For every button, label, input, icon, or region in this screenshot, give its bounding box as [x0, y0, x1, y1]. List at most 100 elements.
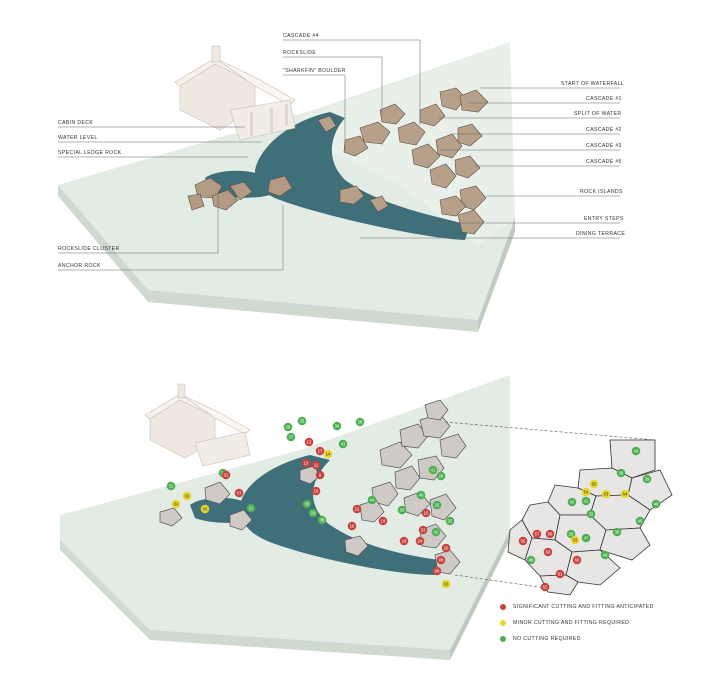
status-marker-dot	[436, 555, 446, 565]
status-marker-dot	[570, 535, 580, 545]
callout-dashed-lines	[444, 421, 656, 591]
status-marker-62: 62	[540, 582, 550, 592]
status-marker-33: 33	[397, 505, 407, 515]
status-marker-41: 41	[581, 496, 591, 506]
top-model-markers: 2835343627121713144311930310204050701211…	[166, 416, 455, 589]
status-marker-35: 35	[297, 416, 307, 426]
label-cascade-3: CASCADE #3	[586, 143, 622, 149]
status-marker-18: 18	[399, 536, 409, 546]
bottom-base-side	[450, 530, 510, 660]
status-marker-39: 39	[302, 499, 312, 509]
status-marker-dot	[518, 536, 528, 546]
top-cabin	[174, 45, 296, 141]
status-marker-dot	[399, 536, 409, 546]
status-marker-dot	[543, 547, 553, 557]
status-marker-9: 9	[315, 470, 325, 480]
legend-text-significant: SIGNIFICANT CUTTING AND FITTING ANTICIPA…	[513, 604, 654, 610]
status-marker-dot	[234, 488, 244, 498]
status-marker-dot	[347, 521, 357, 531]
status-marker-dot	[586, 509, 596, 519]
status-marker-dot	[301, 458, 311, 468]
status-marker-11: 11	[311, 460, 321, 470]
status-marker-dot	[182, 491, 192, 501]
status-marker-41: 41	[428, 465, 438, 475]
status-marker-number: 44	[370, 498, 375, 503]
status-marker-42: 42	[567, 497, 577, 507]
status-marker-29: 29	[308, 508, 318, 518]
legend-dot-minor	[500, 620, 506, 626]
status-marker-61: 61	[555, 569, 565, 579]
status-marker-number: 60	[575, 558, 580, 563]
status-marker-49: 49	[651, 499, 661, 509]
status-marker-30: 30	[612, 527, 622, 537]
legend-significant: SIGNIFICANT CUTTING AND FITTING ANTICIPA…	[500, 602, 654, 612]
status-marker-number: 10	[314, 489, 319, 494]
top-cascade-rocks	[317, 87, 489, 235]
status-marker-23: 23	[418, 525, 428, 535]
status-marker-40: 40	[416, 490, 426, 500]
status-marker-number: 12	[307, 440, 312, 445]
status-marker-number: 31	[169, 484, 174, 489]
status-marker-number: 23	[421, 528, 426, 533]
status-marker-number: 04	[174, 502, 179, 507]
status-marker-dot	[283, 422, 293, 432]
status-marker-dot	[589, 479, 599, 489]
label-cascade-1: CASCADE #1	[586, 96, 622, 102]
status-marker-number: 16	[350, 524, 355, 529]
status-marker-dot	[581, 487, 591, 497]
status-marker-number: 32	[448, 519, 453, 524]
status-marker-45: 45	[635, 516, 645, 526]
label-rockslide: ROCKSLIDE	[283, 50, 317, 56]
status-marker-dot	[311, 460, 321, 470]
legend-dot-significant	[500, 604, 506, 610]
status-marker-dot	[532, 529, 542, 539]
status-marker-47: 47	[581, 533, 591, 543]
status-marker-dot	[308, 508, 318, 518]
status-marker-number: 35	[589, 512, 594, 517]
legend-minor: MINOR CUTTING AND FITTING REQUIRED	[500, 618, 629, 628]
status-marker-number: 43	[634, 449, 639, 454]
status-marker-number: 35	[300, 419, 305, 424]
status-marker-54: 54	[581, 487, 591, 497]
status-marker-number: 40	[419, 493, 424, 498]
status-marker-number: 57	[535, 532, 540, 537]
status-marker-dot	[635, 516, 645, 526]
bottom-base-front	[60, 540, 450, 660]
status-marker-dot	[567, 497, 577, 507]
status-marker-dot	[332, 421, 342, 431]
status-marker-dot	[545, 529, 555, 539]
status-marker-number: 30	[615, 530, 620, 535]
status-marker-number: 63	[604, 492, 609, 497]
bottom-cabin	[144, 383, 251, 467]
status-marker-04: 04	[171, 499, 181, 509]
status-marker-dot	[246, 503, 256, 513]
status-marker-number: 24	[418, 539, 423, 544]
status-marker-number: 43	[341, 442, 346, 447]
status-marker-number: 22	[355, 507, 360, 512]
status-marker-number: 56	[521, 539, 526, 544]
label-cabin-deck: CABIN DECK	[58, 120, 94, 126]
status-marker-number: 61	[558, 572, 563, 577]
status-marker-dot	[418, 525, 428, 535]
status-marker-55: 55	[589, 479, 599, 489]
status-marker-dot	[441, 543, 451, 553]
status-marker-dot	[572, 555, 582, 565]
status-marker-dot	[421, 508, 431, 518]
status-marker-60: 60	[572, 555, 582, 565]
bottom-model	[60, 375, 673, 660]
status-marker-dot	[432, 500, 442, 510]
status-marker-19: 19	[378, 516, 388, 526]
status-marker-number: 11	[314, 463, 319, 468]
status-marker-number: 64	[623, 492, 628, 497]
top-pool-water	[255, 112, 470, 240]
status-marker-44: 44	[367, 495, 377, 505]
status-marker-64: 64	[620, 489, 630, 499]
status-marker-dot	[338, 439, 348, 449]
status-marker-number: 48	[529, 558, 534, 563]
status-marker-number: 01	[224, 473, 229, 478]
status-marker-number: 49	[654, 502, 659, 507]
status-marker-dot	[432, 566, 442, 576]
status-marker-number: 33	[400, 508, 405, 513]
status-marker-dot	[540, 582, 550, 592]
